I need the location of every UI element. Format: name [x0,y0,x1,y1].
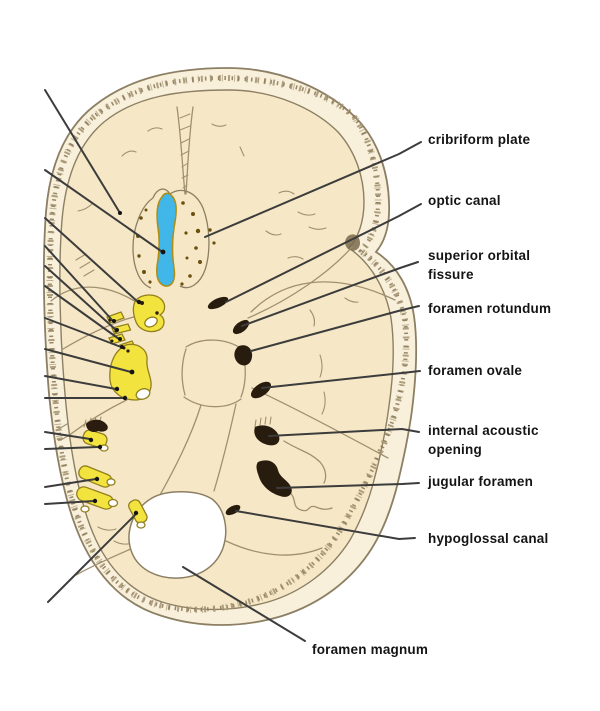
label-foramen-rotundum: foramen rotundum [428,301,552,316]
internal-acoustic-opening-shape [254,425,280,446]
foramen-magnum-opening [128,491,227,579]
left-leader-line [44,478,97,488]
left-leader-line [44,265,117,331]
left-leader-line [44,375,117,390]
leader-line-superior-orbital-fissure [241,261,419,327]
label-foramen-ovale: foramen ovale [428,363,523,378]
leader-line-hypoglossal-canal [235,510,416,540]
label-jugular-foramen: jugular foramen [428,474,534,489]
left-leader-line [44,431,91,440]
superior-orbital-fissure-opening [232,319,250,335]
leader-line-foramen-magnum [182,566,306,642]
left-leader-line [44,446,99,450]
skull-outline [42,67,418,626]
leader-line-cribriform-plate [204,141,422,238]
cribriform-plate-region [132,188,216,289]
leader-endpoint-dots [88,211,166,516]
leader-lines [182,141,422,642]
leader-line-internal-acoustic-opening [268,428,420,437]
nerve-specks [108,301,159,353]
leader-line-optic-canal [225,203,422,303]
left-leader-line [44,348,132,373]
leader-line-jugular-foramen [276,482,420,489]
label-optic-canal: optic canal [428,193,501,208]
label-superior-orbital-fissure: superior orbital fissure [428,248,531,282]
left-leader-line [47,513,137,603]
leader-line-foramen-rotundum [250,305,420,352]
left-leader-line [44,217,139,303]
foramen-rotundum-opening [234,345,253,366]
leader-line-foramen-ovale [261,370,421,389]
label-internal-acoustic-opening: internal acoustic opening [428,423,539,457]
foramen-ovale-opening [250,381,272,399]
nerve-highlights [76,294,166,529]
nerve-internal-acoustic [82,429,108,449]
hypoglossal-canal-opening [225,504,241,516]
left-leader-line [44,285,120,340]
diploe-stipple-band [50,78,406,610]
fossa-sketch-lines [50,106,396,576]
unlabeled-leader-lines [44,89,162,603]
left-leader-line [44,245,114,322]
optic-canal-opening [207,296,229,310]
label-hypoglossal-canal: hypoglossal canal [428,531,549,546]
left-leader-line [44,89,121,214]
crista-galli-highlight [156,192,177,287]
label-cribriform-plate: cribriform plate [428,132,531,147]
left-leader-line [44,317,122,348]
left-leader-line [44,500,95,505]
left-leader-line [44,169,162,252]
label-foramen-magnum: foramen magnum [312,642,429,657]
